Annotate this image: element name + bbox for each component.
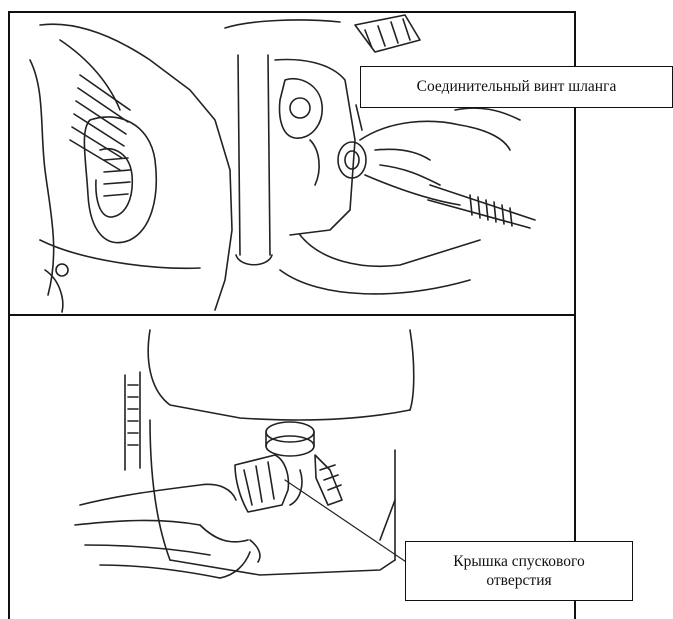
drain-cover-callout: Крышка спускового отверстия (405, 541, 633, 601)
hose-screw-callout: Соединительный винт шланга (360, 66, 673, 108)
drain-cover-callout-line2: отверстия (406, 571, 632, 590)
drain-cover-callout-line1: Крышка спускового (406, 552, 632, 571)
top-panel-illustration (30, 15, 535, 312)
bottom-panel-illustration (75, 330, 418, 578)
